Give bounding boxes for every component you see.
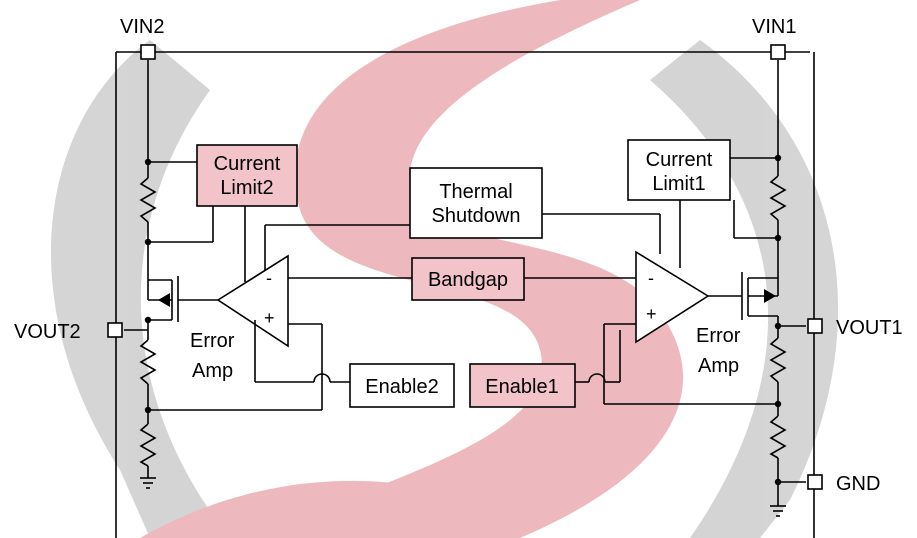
gnd-pin	[807, 474, 823, 490]
enable1-block	[469, 363, 576, 408]
mosfet-right-arrow-icon	[764, 289, 776, 303]
vout2-label: VOUT2	[14, 321, 81, 343]
vin1-pin	[770, 44, 786, 60]
current-limit2-line1: Current	[214, 153, 281, 175]
current-limit1-block	[627, 139, 731, 201]
current-limit2-line2: Limit2	[220, 177, 273, 199]
junction-dots	[144, 154, 782, 486]
watermark-red-arc-bottom	[140, 480, 520, 538]
left-amp-label-line1: Error	[190, 330, 235, 352]
right-amp-plus: +	[646, 304, 657, 324]
current-limit1-line1: Current	[646, 149, 713, 171]
bandgap-label: Bandgap	[428, 269, 508, 291]
vout1-label: VOUT1	[836, 317, 903, 339]
enable2-block	[349, 363, 455, 408]
current-limit1-line2: Limit1	[652, 173, 705, 195]
watermark-gray-arc-right	[650, 40, 839, 538]
left-amp-label-line2: Amp	[192, 360, 233, 382]
vin2-label: VIN2	[120, 16, 164, 38]
vout1-pin	[807, 318, 823, 334]
gnd-label: GND	[836, 473, 880, 495]
mosfet-left-arrow-icon	[158, 293, 170, 307]
enable2-label: Enable2	[365, 376, 438, 398]
vin1-label: VIN1	[752, 16, 796, 38]
right-amp-label-line2: Amp	[698, 355, 739, 377]
current-limit2-block	[196, 144, 298, 207]
left-amp-minus: -	[266, 268, 272, 288]
right-amp-minus: -	[648, 268, 654, 288]
vin2-pin	[140, 44, 156, 60]
right-amp-label-line1: Error	[696, 325, 741, 347]
enable1-label: Enable1	[485, 376, 558, 398]
thermal-line1: Thermal	[439, 181, 512, 203]
thermal-line2: Shutdown	[432, 205, 521, 227]
wiring	[115, 51, 815, 538]
vout2-pin	[107, 322, 123, 338]
left-amp-plus: +	[264, 308, 275, 328]
thermal-shutdown-block	[409, 167, 543, 239]
bandgap-block	[411, 257, 525, 301]
watermark-gray-arc-left	[50, 40, 231, 538]
